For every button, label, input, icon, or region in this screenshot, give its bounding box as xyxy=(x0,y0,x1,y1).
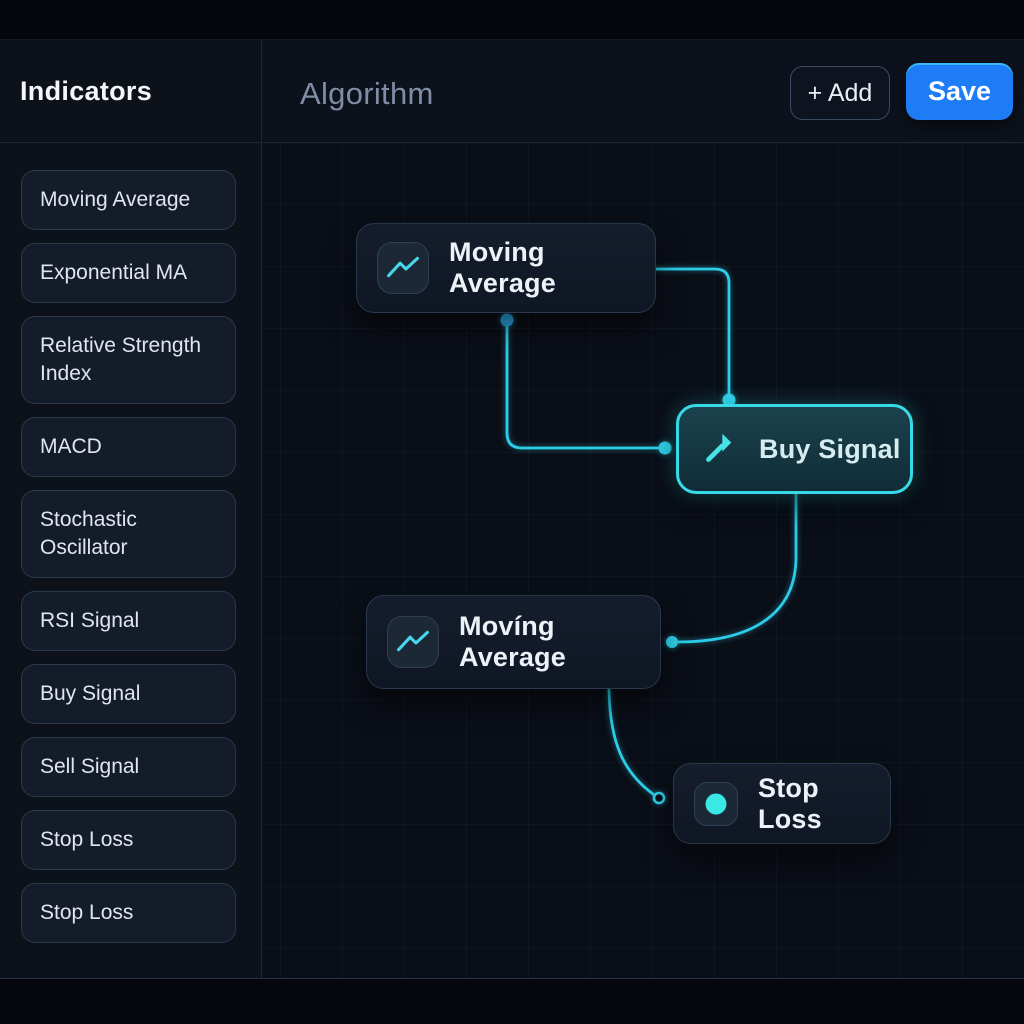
arrow-up-right-icon xyxy=(699,429,739,469)
line-chart-icon xyxy=(377,242,429,294)
node-stop-loss[interactable]: Stop Loss xyxy=(673,763,891,844)
connector-dot xyxy=(666,636,678,648)
indicator-item-macd[interactable]: MACD xyxy=(21,417,236,477)
sidebar-header: Indicators xyxy=(0,40,261,143)
indicator-item-stop-loss[interactable]: Stop Loss xyxy=(21,810,236,870)
connector-dot xyxy=(500,313,514,327)
node-label: Buy Signal xyxy=(759,433,901,464)
node-label: Moving Average xyxy=(449,237,556,298)
connector-ma1-bottom-to-buy-left xyxy=(505,318,663,450)
indicator-item-sell-signal[interactable]: Sell Signal xyxy=(21,737,236,797)
window-top-strip xyxy=(0,0,1024,40)
save-button[interactable]: Save xyxy=(906,63,1013,120)
node-moving-average-1[interactable]: Moving Average xyxy=(356,223,656,313)
connector-ring xyxy=(652,791,666,805)
node-buy-signal[interactable]: Buy Signal xyxy=(676,404,913,494)
algorithm-canvas[interactable]: Moving Average Buy Signal xyxy=(263,144,1024,978)
indicator-item-relative-strength[interactable]: Relative Strength Index xyxy=(21,316,236,404)
page-title: Algorithm xyxy=(300,76,434,111)
window-bottom-strip xyxy=(0,978,1024,1024)
canvas-header: Algorithm + Add Save xyxy=(263,40,1024,143)
connector-ma2-bottom-to-stop-left xyxy=(607,688,655,796)
node-label: Stop Loss xyxy=(758,772,822,834)
node-label: Movíng Average xyxy=(459,611,566,672)
add-button[interactable]: + Add xyxy=(790,66,890,120)
indicator-item-moving-average[interactable]: Moving Average xyxy=(21,170,236,230)
indicator-item-stop-loss-2[interactable]: Stop Loss xyxy=(21,883,236,943)
connector-dot xyxy=(658,441,672,455)
indicators-sidebar: Indicators Moving Average Exponential MA… xyxy=(0,40,262,978)
node-moving-average-2[interactable]: Movíng Average xyxy=(366,595,661,689)
connector-buy-bottom-to-ma2-right xyxy=(675,491,798,644)
connector-ma1-right-to-buy-top xyxy=(654,267,731,398)
indicator-item-stochastic[interactable]: Stochastic Oscillator xyxy=(21,490,236,578)
filled-circle-icon xyxy=(694,781,738,826)
algorithm-panel: Algorithm + Add Save xyxy=(263,40,1024,978)
indicator-item-exponential-ma[interactable]: Exponential MA xyxy=(21,243,236,303)
line-chart-icon xyxy=(387,616,439,668)
main-region: Indicators Moving Average Exponential MA… xyxy=(0,40,1024,978)
indicator-item-buy-signal[interactable]: Buy Signal xyxy=(21,664,236,724)
indicator-item-rsi-signal[interactable]: RSI Signal xyxy=(21,591,236,651)
indicator-list: Moving Average Exponential MA Relative S… xyxy=(21,170,236,943)
sidebar-title: Indicators xyxy=(20,75,153,106)
